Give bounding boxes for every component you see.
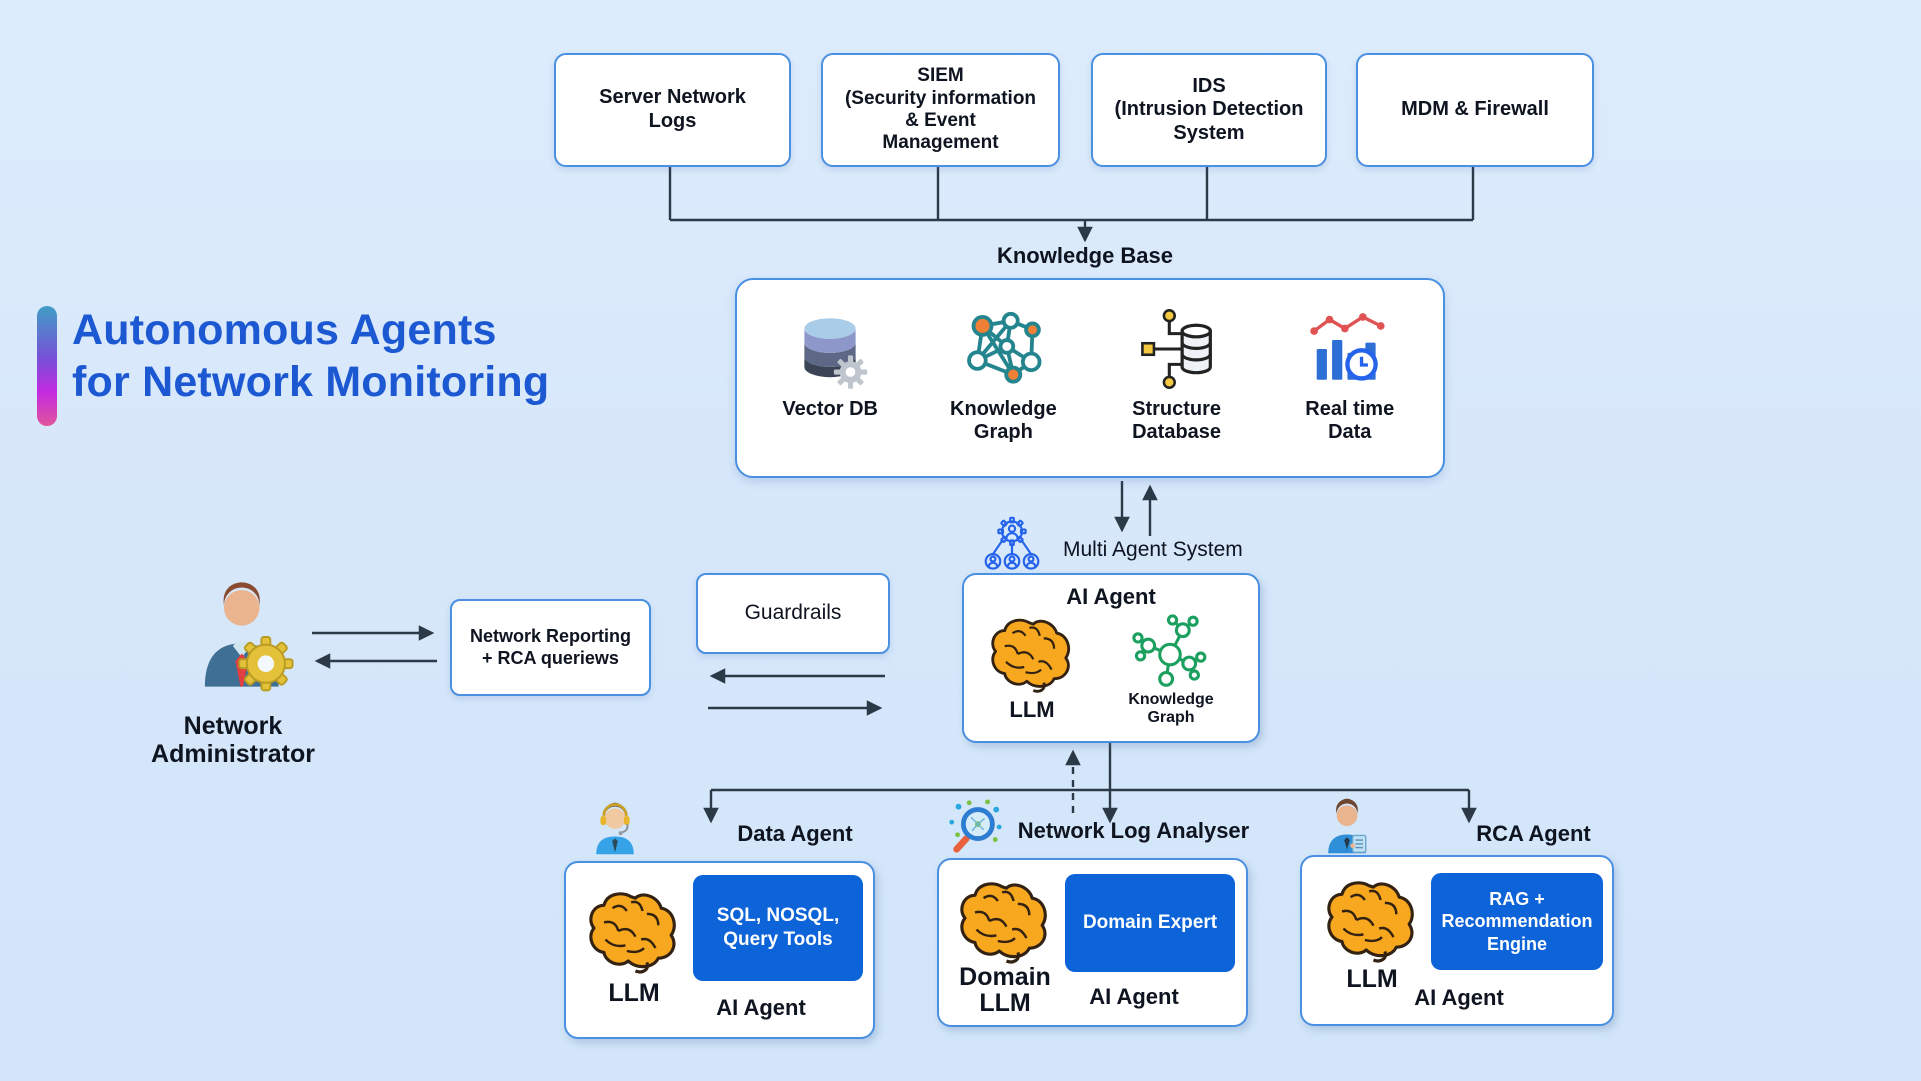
domain-expert-button: Domain Expert	[1065, 874, 1235, 972]
network-administrator-label: Network Administrator	[151, 712, 315, 768]
network-reporting-box: Network Reporting + RCA queriews	[450, 599, 651, 696]
gear-icon	[834, 355, 868, 389]
llm-label: LLM	[608, 979, 660, 1007]
rca-agent-title: RCA Agent	[1476, 821, 1591, 846]
ai-agent-label: AI Agent	[716, 995, 806, 1020]
network-log-analyser-box: Domain LLM Domain Expert AI Agent	[937, 858, 1248, 1027]
data-agent-box: LLM SQL, NOSQL, Query Tools AI Agent	[564, 861, 875, 1039]
source-box-mdm-firewall: MDM & Firewall	[1356, 53, 1594, 167]
kb-item-vector-db: Vector DB	[750, 308, 910, 421]
kb-item-label: Vector DB	[782, 398, 878, 420]
data-agent-person-icon	[596, 802, 634, 855]
central-ai-agent-box: AI Agent LLM Knowledge Graph	[962, 573, 1260, 743]
source-box-ids: IDS (Intrusion Detection System	[1091, 53, 1327, 167]
rca-agent-person-icon	[1328, 798, 1367, 854]
structure-database-icon	[1140, 309, 1212, 389]
gear-icon	[238, 636, 294, 692]
llm-brain-icon	[589, 892, 676, 974]
kb-item-label: Knowledge Graph	[950, 398, 1057, 443]
llm-brain-icon	[1327, 881, 1414, 963]
ai-agent-label: AI Agent	[1089, 984, 1179, 1009]
ai-agent-knowledge-graph-icon	[1132, 614, 1207, 687]
log-analyser-magnifier-icon	[949, 799, 1002, 853]
kb-item-structure-database: Structure Database	[1097, 308, 1257, 444]
knowledge-base-heading: Knowledge Base	[996, 243, 1174, 268]
title-accent-bar	[37, 306, 57, 426]
multi-agent-system-label: Multi Agent System	[1063, 538, 1243, 561]
knowledge-graph-icon	[967, 311, 1042, 384]
guardrails-box: Guardrails	[696, 573, 890, 654]
ai-agent-title: AI Agent	[1066, 584, 1156, 609]
kb-item-label: Real time Data	[1305, 398, 1395, 443]
network-log-analyser-title: Network Log Analyser	[1017, 818, 1250, 843]
connector-sources-to-kb	[668, 163, 1475, 222]
llm-brain-icon	[960, 882, 1047, 964]
domain-llm-label: Domain LLM	[959, 963, 1051, 1018]
rag-engine-button: RAG + Recommendation Engine	[1431, 873, 1603, 970]
source-box-siem: SIEM (Security information & Event Manag…	[821, 53, 1060, 167]
ai-agent-kg-label: Knowledge Graph	[1128, 691, 1214, 726]
realtime-data-icon	[1310, 313, 1385, 381]
knowledge-base-box: Vector DB Knowledge Graph	[735, 278, 1445, 478]
kb-item-label: Structure Database	[1132, 398, 1222, 443]
network-administrator-icon	[204, 582, 294, 692]
kb-item-knowledge-graph: Knowledge Graph	[923, 308, 1083, 444]
rca-agent-box: LLM RAG + Recommendation Engine AI Agent	[1300, 855, 1614, 1026]
data-agent-tools-button: SQL, NOSQL, Query Tools	[693, 875, 863, 981]
vector-db-icon	[804, 318, 868, 389]
data-agent-title: Data Agent	[737, 821, 853, 846]
llm-brain-icon	[991, 618, 1071, 693]
page-title: Autonomous Agents for Network Monitoring	[72, 306, 550, 407]
kb-item-realtime-data: Real time Data	[1270, 308, 1430, 444]
llm-label: LLM	[1009, 697, 1055, 722]
llm-label: LLM	[1346, 965, 1398, 993]
ai-agent-label: AI Agent	[1414, 985, 1504, 1010]
multi-agent-icon	[984, 516, 1040, 570]
source-box-server-network-logs: Server Network Logs	[554, 53, 791, 167]
